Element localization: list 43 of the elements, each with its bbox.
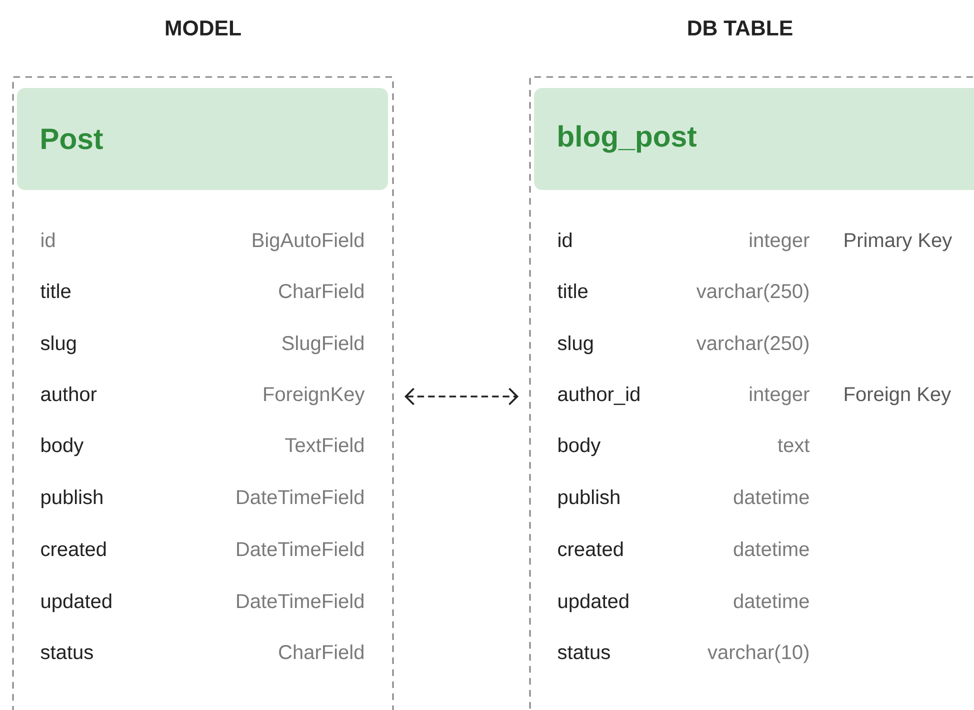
column-type: integer [750,386,810,406]
field-name: status [40,646,93,660]
node-label: MODEL [166,20,241,36]
field-type: DateTimeField [237,490,364,504]
table-header: Post [17,88,388,190]
table-header: blog_post [534,88,974,190]
field-name: slug [40,336,76,354]
field-type: SlugField [282,336,364,354]
column-type: varchar(10) [708,644,808,664]
column-name: slug [558,336,593,354]
field-type: CharField [279,644,364,660]
column-type: integer [750,232,810,252]
column-type: varchar(250) [696,284,808,302]
column-name: updated [558,594,628,612]
field-type: DateTimeField [237,542,364,556]
field-name: updated [42,594,112,612]
column-type: datetime [734,594,809,608]
field-name: created [41,542,106,556]
key-label: Foreign Key [844,386,952,406]
column-name: body [558,438,601,456]
column-name: id [558,232,572,248]
field-name: title [40,284,70,298]
node-label: DB TABLE [688,20,792,36]
column-type: datetime [734,542,809,556]
field-name: publish [42,490,102,508]
field-type: ForeignKey [264,386,365,406]
arrow [404,388,519,406]
column-name: created [558,542,623,556]
column-type: text [778,439,810,452]
column-name: title [558,284,588,298]
column-name: status [558,646,610,660]
column-name: publish [558,490,620,508]
field-name: body [42,438,84,456]
field-type: TextField [285,438,364,452]
field-name: author [41,386,97,402]
field-type: DateTimeField [237,594,364,608]
field-type: BigAutoField [252,232,364,252]
column-type: datetime [734,490,809,504]
field-type: CharField [279,284,364,298]
field-name: id [42,232,55,248]
key-label: Primary Key [844,232,952,252]
column-type: varchar(250) [696,336,808,354]
column-name: author_id [558,386,640,405]
